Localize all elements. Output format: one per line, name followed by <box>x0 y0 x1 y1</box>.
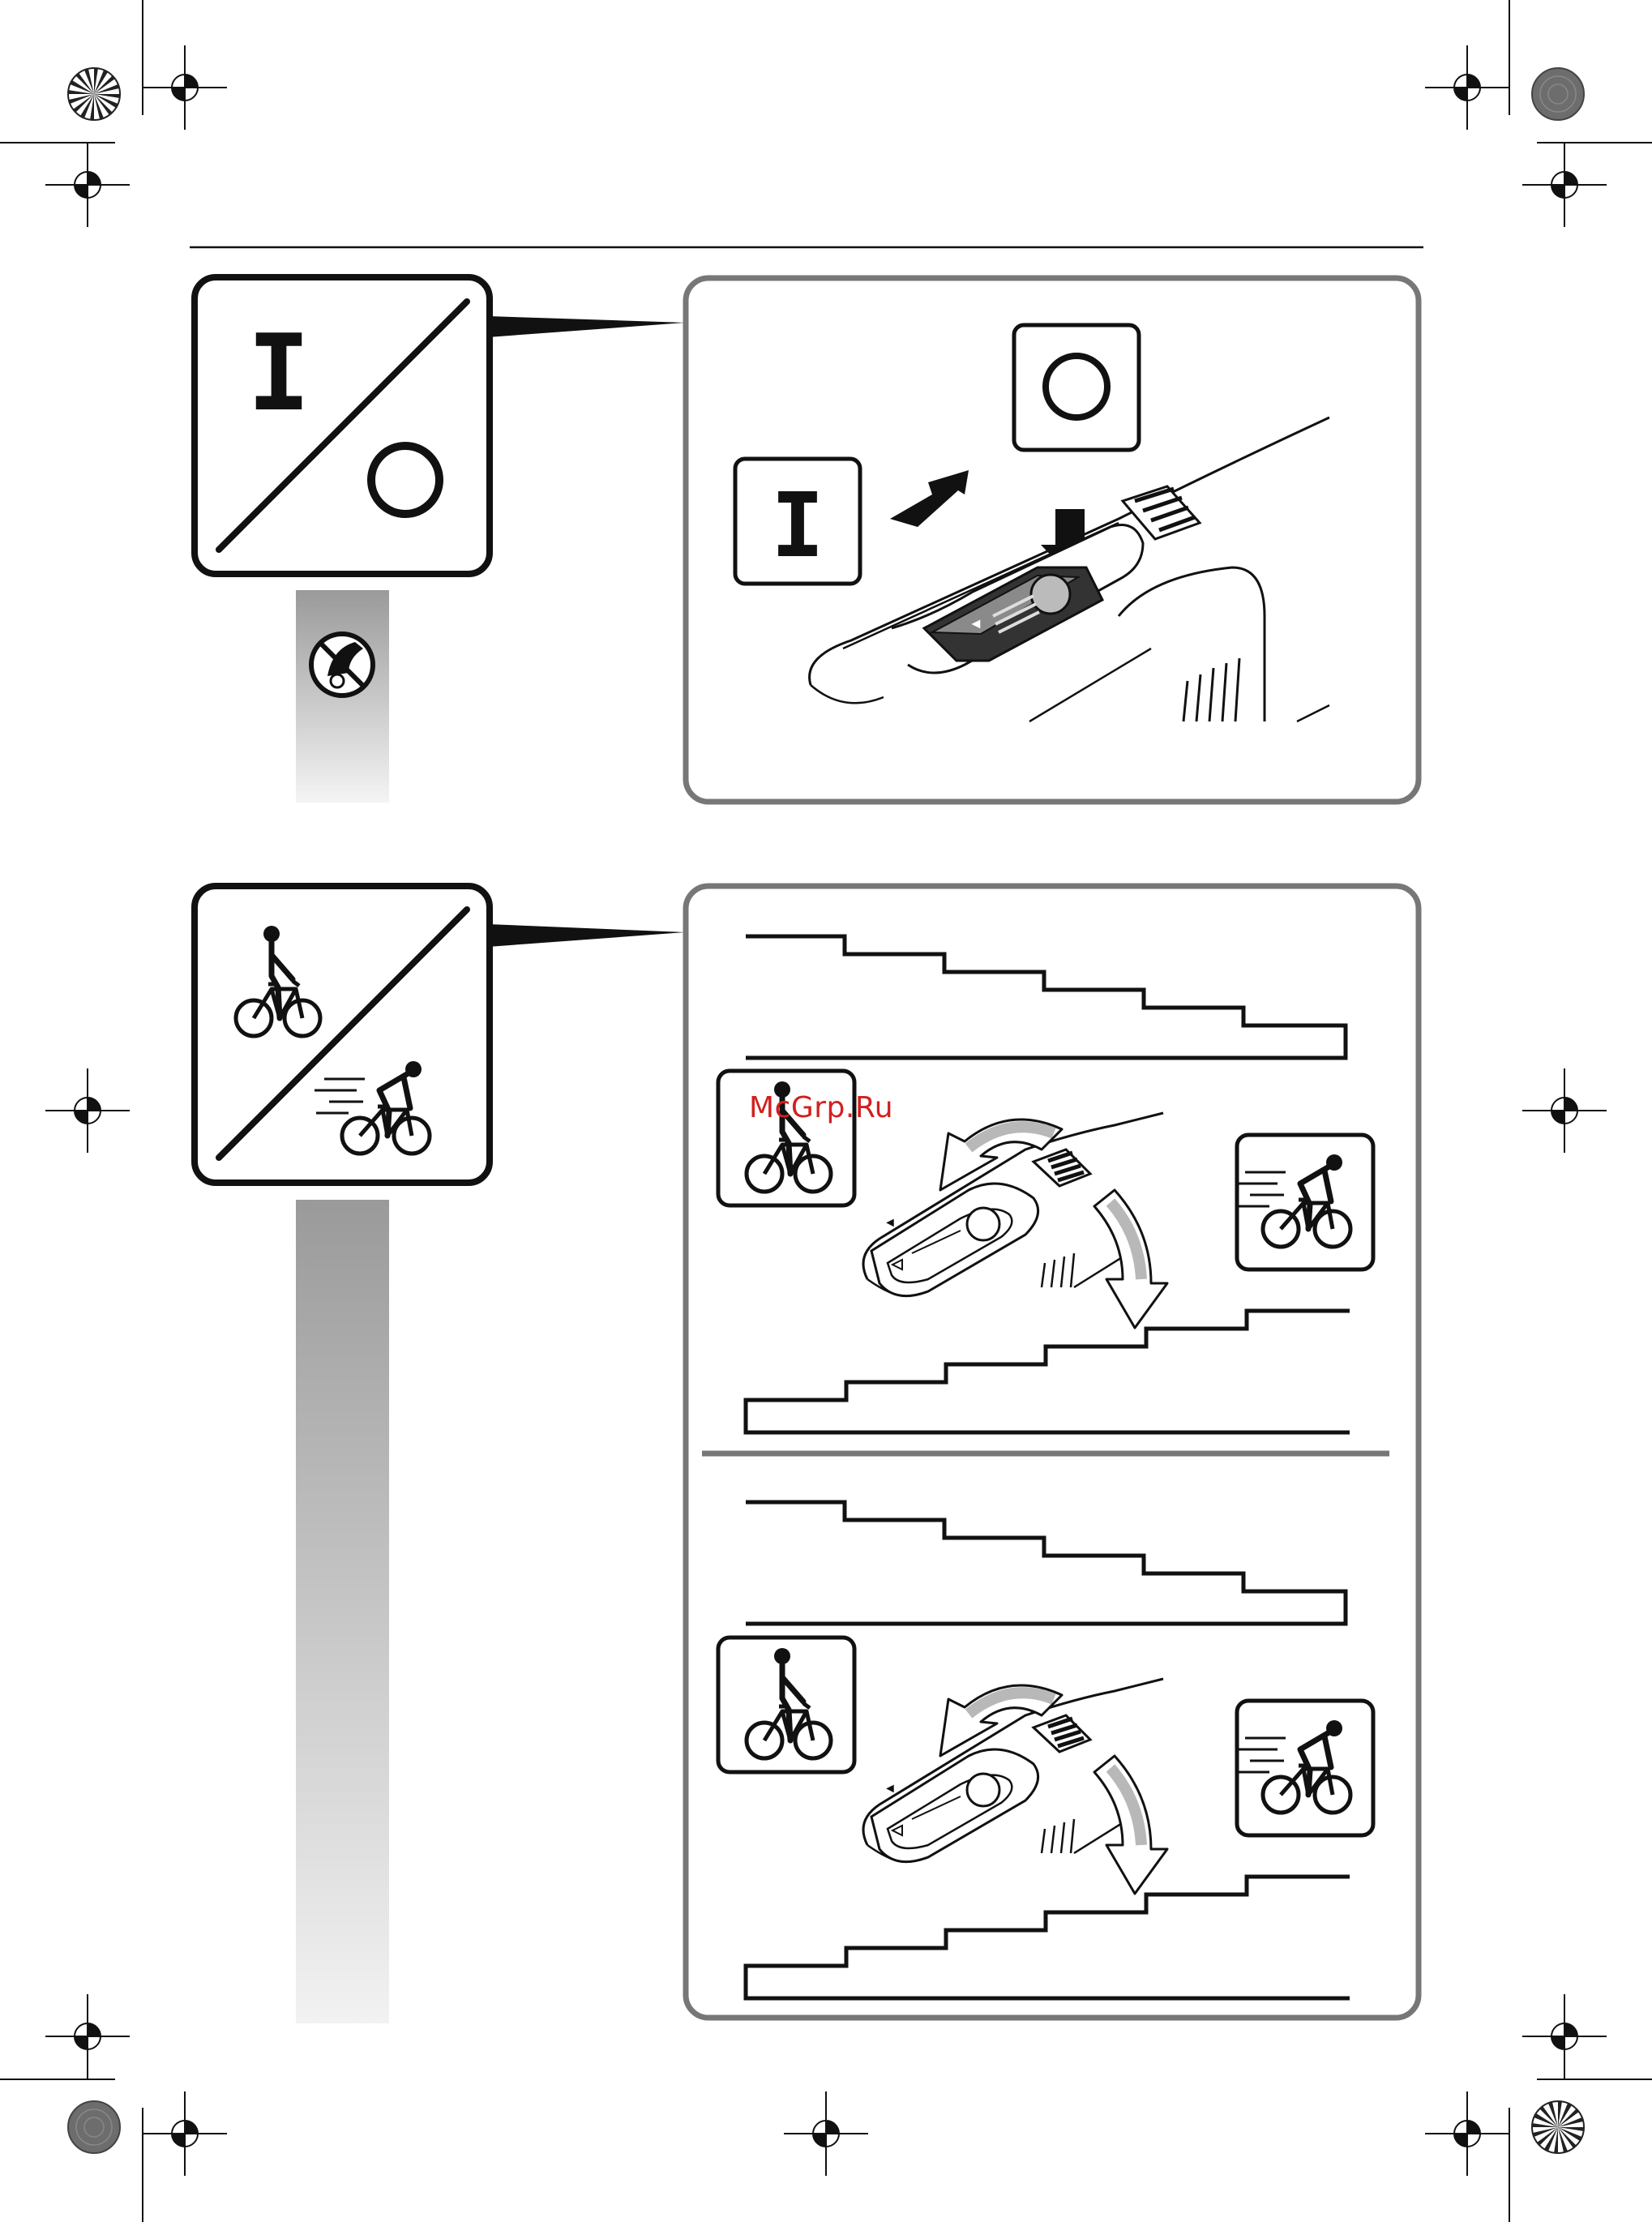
off-position-box <box>1014 325 1139 450</box>
registration-mark-icon <box>784 2091 868 2176</box>
switch-arrow-icon: ◄ <box>884 1782 897 1796</box>
callout-pointer <box>488 924 685 947</box>
fast-mode-box <box>1235 1135 1373 1269</box>
fast-mode-box <box>1235 1701 1373 1835</box>
section-speed: ◄ ◄ <box>195 886 1419 2023</box>
no-touch-prohibition-icon <box>311 634 373 696</box>
grey-target-icon <box>1532 68 1584 120</box>
registration-mark-icon <box>1425 45 1509 130</box>
sign-off-symbol-text: O <box>0 0 1 1</box>
registration-mark-icon <box>1522 1994 1607 2079</box>
grey-target-icon <box>68 2101 120 2153</box>
speed-sign <box>195 886 490 1183</box>
registration-mark-icon <box>143 45 227 130</box>
section-on-off: I O O I <box>0 0 1419 803</box>
registration-mark-icon <box>1522 1068 1607 1153</box>
star-target-icon <box>68 68 120 120</box>
registration-mark-icon <box>45 1068 130 1153</box>
callout-pointer <box>488 316 685 337</box>
on-label: I <box>771 473 824 577</box>
registration-mark-icon <box>143 2091 227 2176</box>
switch-arrow-icon: ◄ <box>884 1216 897 1230</box>
registration-mark-icon <box>1425 2091 1509 2176</box>
sign-on-symbol: I <box>247 311 310 435</box>
switch-arrow-icon: ◄ <box>969 615 983 631</box>
registration-mark-icon <box>45 143 130 227</box>
registration-mark-icon <box>1522 143 1607 227</box>
slow-mode-box <box>718 1638 854 1772</box>
star-target-icon <box>1532 2101 1584 2153</box>
off-label-text: O <box>0 0 1 1</box>
watermark: McGrp.Ru <box>749 1091 893 1124</box>
gradient-bar <box>296 1200 389 2023</box>
registration-mark-icon <box>45 1994 130 2079</box>
